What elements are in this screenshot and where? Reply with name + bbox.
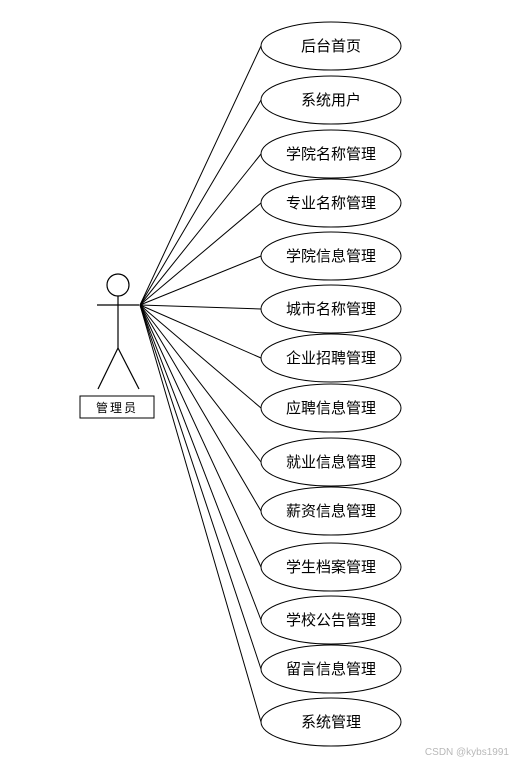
association-line [139, 99, 262, 306]
use-case: 留言信息管理 [260, 644, 402, 694]
association-line [139, 304, 262, 310]
use-case-ellipse [260, 383, 402, 433]
use-case-label: 留言信息管理 [286, 660, 376, 678]
association-line [139, 304, 262, 409]
association-line [139, 304, 262, 463]
use-case-label: 城市名称管理 [286, 300, 376, 318]
use-case-ellipse [260, 129, 402, 179]
use-case-ellipse [260, 595, 402, 645]
association-line [139, 255, 262, 306]
use-case-group: 后台首页系统用户学院名称管理专业名称管理学院信息管理城市名称管理企业招聘管理应聘… [260, 21, 402, 747]
use-case-ellipse [260, 284, 402, 334]
use-case: 就业信息管理 [260, 437, 402, 487]
use-case: 系统管理 [260, 697, 402, 747]
use-case-label: 企业招聘管理 [286, 349, 376, 367]
use-case: 系统用户 [260, 75, 402, 125]
association-lines [139, 45, 262, 723]
use-case: 薪资信息管理 [260, 486, 402, 536]
association-line [139, 153, 262, 306]
use-case: 学校公告管理 [260, 595, 402, 645]
association-line [139, 304, 262, 670]
use-case-ellipse [260, 333, 402, 383]
use-case-label: 学院名称管理 [286, 145, 376, 163]
use-case-ellipse [260, 644, 402, 694]
use-case-ellipse [260, 178, 402, 228]
use-case-label: 专业名称管理 [286, 194, 376, 212]
association-line [139, 304, 262, 512]
use-case: 后台首页 [260, 21, 402, 71]
use-case-label: 学生档案管理 [286, 558, 376, 576]
use-case-ellipse [260, 231, 402, 281]
use-case-label: 就业信息管理 [286, 453, 376, 471]
association-line [139, 304, 262, 621]
actor-label-box [79, 395, 155, 419]
use-case-ellipse [260, 542, 402, 592]
use-case-ellipse [260, 697, 402, 747]
actor-administrator: 管理员 [79, 273, 155, 419]
association-line [139, 304, 262, 723]
use-case-label: 学院信息管理 [286, 247, 376, 265]
use-case-ellipse [260, 21, 402, 71]
use-case: 企业招聘管理 [260, 333, 402, 383]
use-case-label: 后台首页 [301, 37, 361, 55]
use-case-ellipse [260, 486, 402, 536]
watermark: CSDN @kybs1991 [424, 747, 509, 758]
association-line [139, 45, 262, 306]
use-case: 城市名称管理 [260, 284, 402, 334]
use-case-label: 系统管理 [301, 713, 361, 731]
use-case: 学院名称管理 [260, 129, 402, 179]
use-case: 专业名称管理 [260, 178, 402, 228]
association-line [139, 304, 262, 568]
use-case: 学院信息管理 [260, 231, 402, 281]
association-line [139, 304, 262, 359]
use-case-label: 系统用户 [301, 91, 361, 109]
use-case-ellipse [260, 437, 402, 487]
actor-left-leg [97, 347, 119, 390]
actor-head [106, 273, 130, 297]
actor-right-leg [117, 347, 140, 390]
use-case-ellipse [260, 75, 402, 125]
actor-label: 管理员 [96, 400, 138, 415]
use-case-label: 薪资信息管理 [286, 502, 376, 520]
use-case-label: 应聘信息管理 [286, 399, 376, 417]
use-case-label: 学校公告管理 [286, 611, 376, 629]
use-case: 学生档案管理 [260, 542, 402, 592]
use-case: 应聘信息管理 [260, 383, 402, 433]
association-line [139, 202, 262, 306]
